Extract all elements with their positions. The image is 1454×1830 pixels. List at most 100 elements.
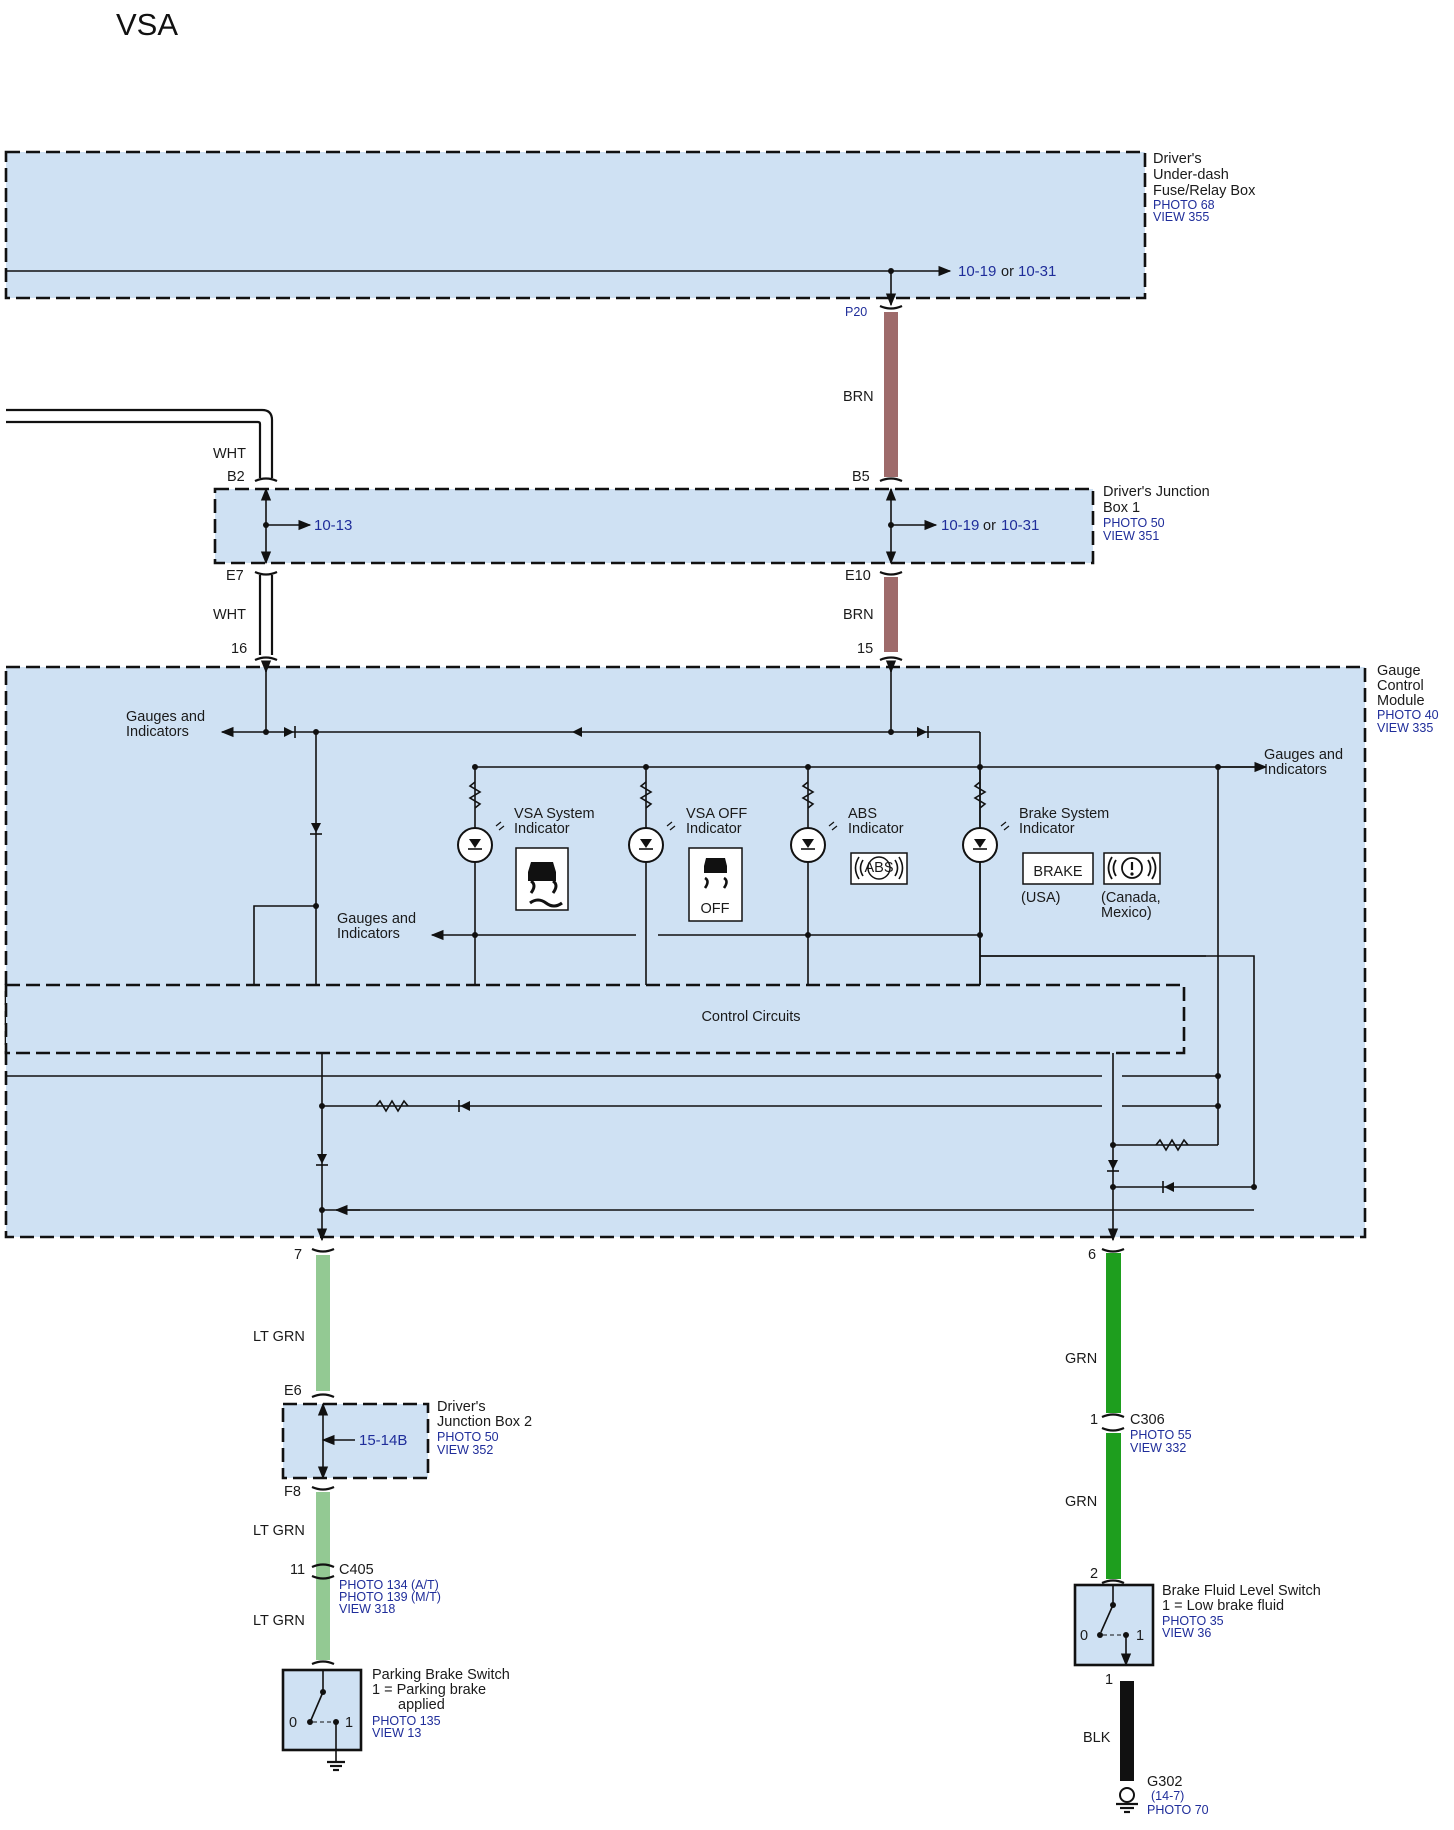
gauges-mid-2: Indicators [337, 926, 400, 942]
gauge-photo: PHOTO 40 [1377, 708, 1439, 722]
brn-wire-upper [884, 312, 898, 477]
fuse-box-wiring [6, 265, 952, 307]
fluid-switch-name: Brake Fluid Level Switch [1162, 1583, 1321, 1599]
ref-link-10-19[interactable]: 10-19 [958, 263, 996, 280]
pin-p20: P20 [845, 305, 867, 319]
jb1-photo: PHOTO 50 [1103, 516, 1165, 530]
ground-photo: PHOTO 70 [1147, 1803, 1209, 1817]
jb2-name-1: Driver's [437, 1399, 486, 1415]
lamp-abs [790, 767, 838, 985]
ref-link-15-14b[interactable]: 15-14B [359, 1432, 407, 1449]
gauge-name-2: Control [1377, 678, 1424, 694]
fuse-box-view: VIEW 355 [1153, 210, 1209, 224]
parking-switch-view: VIEW 13 [372, 1726, 421, 1740]
fuse-box-photo: PHOTO 68 [1153, 198, 1215, 212]
wire-label-lt-grn-3: LT GRN [253, 1613, 305, 1629]
brake-icon: BRAKE [1022, 852, 1161, 885]
ref-or: or [1001, 264, 1014, 280]
brn-wire-lower [884, 577, 898, 652]
junction-box-2 [281, 1402, 430, 1480]
vsa-off-name-1: VSA OFF [686, 806, 747, 822]
gauges-mid-1: Gauges and [337, 911, 416, 927]
parking-switch-desc-1: 1 = Parking brake [372, 1682, 486, 1698]
parking-switch-pos0: 0 [289, 1715, 297, 1731]
brake-name-2: Indicator [1019, 821, 1075, 837]
jb2-view: VIEW 352 [437, 1443, 493, 1457]
gauge-view: VIEW 335 [1377, 721, 1433, 735]
gauges-left-1: Gauges and [126, 709, 205, 725]
ground-ref[interactable]: (14-7) [1151, 1789, 1184, 1803]
parking-switch-name: Parking Brake Switch [372, 1667, 510, 1683]
c405-name: C405 [339, 1562, 374, 1578]
ref-link-10-13[interactable]: 10-13 [314, 517, 352, 534]
jb1-name-1: Driver's Junction [1103, 484, 1210, 500]
ref-link-jb1-10-31[interactable]: 10-31 [1001, 517, 1039, 534]
parking-switch-photo: PHOTO 135 [372, 1714, 441, 1728]
blk-wire [1120, 1681, 1134, 1781]
c405-photo-mt: PHOTO 139 (M/T) [339, 1590, 441, 1604]
bfl-pin-top: 2 [1090, 1566, 1098, 1582]
gauges-right-2: Indicators [1264, 762, 1327, 778]
lt-grn-wire-upper [316, 1255, 330, 1391]
fuse-relay-box [4, 150, 1147, 300]
jb1-name-2: Box 1 [1103, 500, 1140, 516]
pin-f8: F8 [284, 1484, 301, 1500]
vsa-off-name-2: Indicator [686, 821, 742, 837]
pin-e10: E10 [845, 568, 871, 584]
brake-canada-2: Mexico) [1101, 905, 1152, 921]
pin-e6: E6 [284, 1383, 302, 1399]
gauges-right-1: Gauges and [1264, 747, 1343, 763]
parking-brake-switch: 0 1 [281, 1668, 363, 1772]
ref-jb1-or: or [983, 518, 996, 534]
lamp-vsa-system [457, 764, 505, 985]
lamp-brake-system [962, 767, 1010, 985]
wire-label-wht-2: WHT [213, 607, 246, 623]
jb1-view: VIEW 351 [1103, 529, 1159, 543]
pin-15: 15 [857, 641, 873, 657]
vsa-off-icon: OFF [688, 847, 743, 922]
ground-g302-symbol [1116, 1787, 1138, 1814]
parking-switch-pos1: 1 [345, 1715, 353, 1731]
vsa-off-icon-text: OFF [701, 901, 730, 917]
control-output-wiring [6, 1053, 1257, 1242]
gauge-name-1: Gauge [1377, 663, 1421, 679]
c306-view: VIEW 332 [1130, 1441, 1186, 1455]
abs-name-2: Indicator [848, 821, 904, 837]
wire-label-lt-grn-2: LT GRN [253, 1523, 305, 1539]
lt-grn-wire-lower [316, 1492, 330, 1660]
c405-photo-at: PHOTO 134 (A/T) [339, 1578, 439, 1592]
diagram-title: VSA [116, 7, 178, 42]
control-circuits-box [4, 983, 1186, 1055]
jb2-name-2: Junction Box 2 [437, 1414, 532, 1430]
gauge-name-3: Module [1377, 693, 1425, 709]
brake-canada-1: (Canada, [1101, 890, 1161, 906]
gauges-left-2: Indicators [126, 724, 189, 740]
fluid-switch-desc: 1 = Low brake fluid [1162, 1598, 1284, 1614]
ref-link-10-31[interactable]: 10-31 [1018, 263, 1056, 280]
wht-wire [6, 408, 274, 655]
brake-fluid-level-switch: 0 1 [1073, 1583, 1155, 1667]
pin-b5: B5 [852, 469, 870, 485]
wire-label-grn-2: GRN [1065, 1494, 1097, 1510]
fluid-switch-pos0: 0 [1080, 1628, 1088, 1644]
vsa-skid-icon [515, 847, 569, 911]
c405-view: VIEW 318 [339, 1602, 395, 1616]
c306-pin: 1 [1090, 1412, 1098, 1428]
junction-box-1 [213, 487, 1095, 565]
junction-box-2-wiring [317, 1402, 355, 1480]
gauge-control-module [4, 665, 1367, 1239]
lamp-vsa-off [628, 767, 676, 985]
grn-wire-lower [1106, 1433, 1121, 1579]
pin-7: 7 [294, 1247, 302, 1263]
c306-name: C306 [1130, 1412, 1165, 1428]
fluid-switch-view: VIEW 36 [1162, 1626, 1211, 1640]
pin-e7: E7 [226, 568, 244, 584]
wire-label-brn-1: BRN [843, 389, 874, 405]
brake-usa: (USA) [1021, 890, 1060, 906]
fluid-switch-photo: PHOTO 35 [1162, 1614, 1224, 1628]
ref-link-jb1-10-19[interactable]: 10-19 [941, 517, 979, 534]
wire-label-lt-grn-1: LT GRN [253, 1329, 305, 1345]
fuse-box-name-3: Fuse/Relay Box [1153, 183, 1256, 199]
control-circuits-label: Control Circuits [701, 1009, 800, 1025]
